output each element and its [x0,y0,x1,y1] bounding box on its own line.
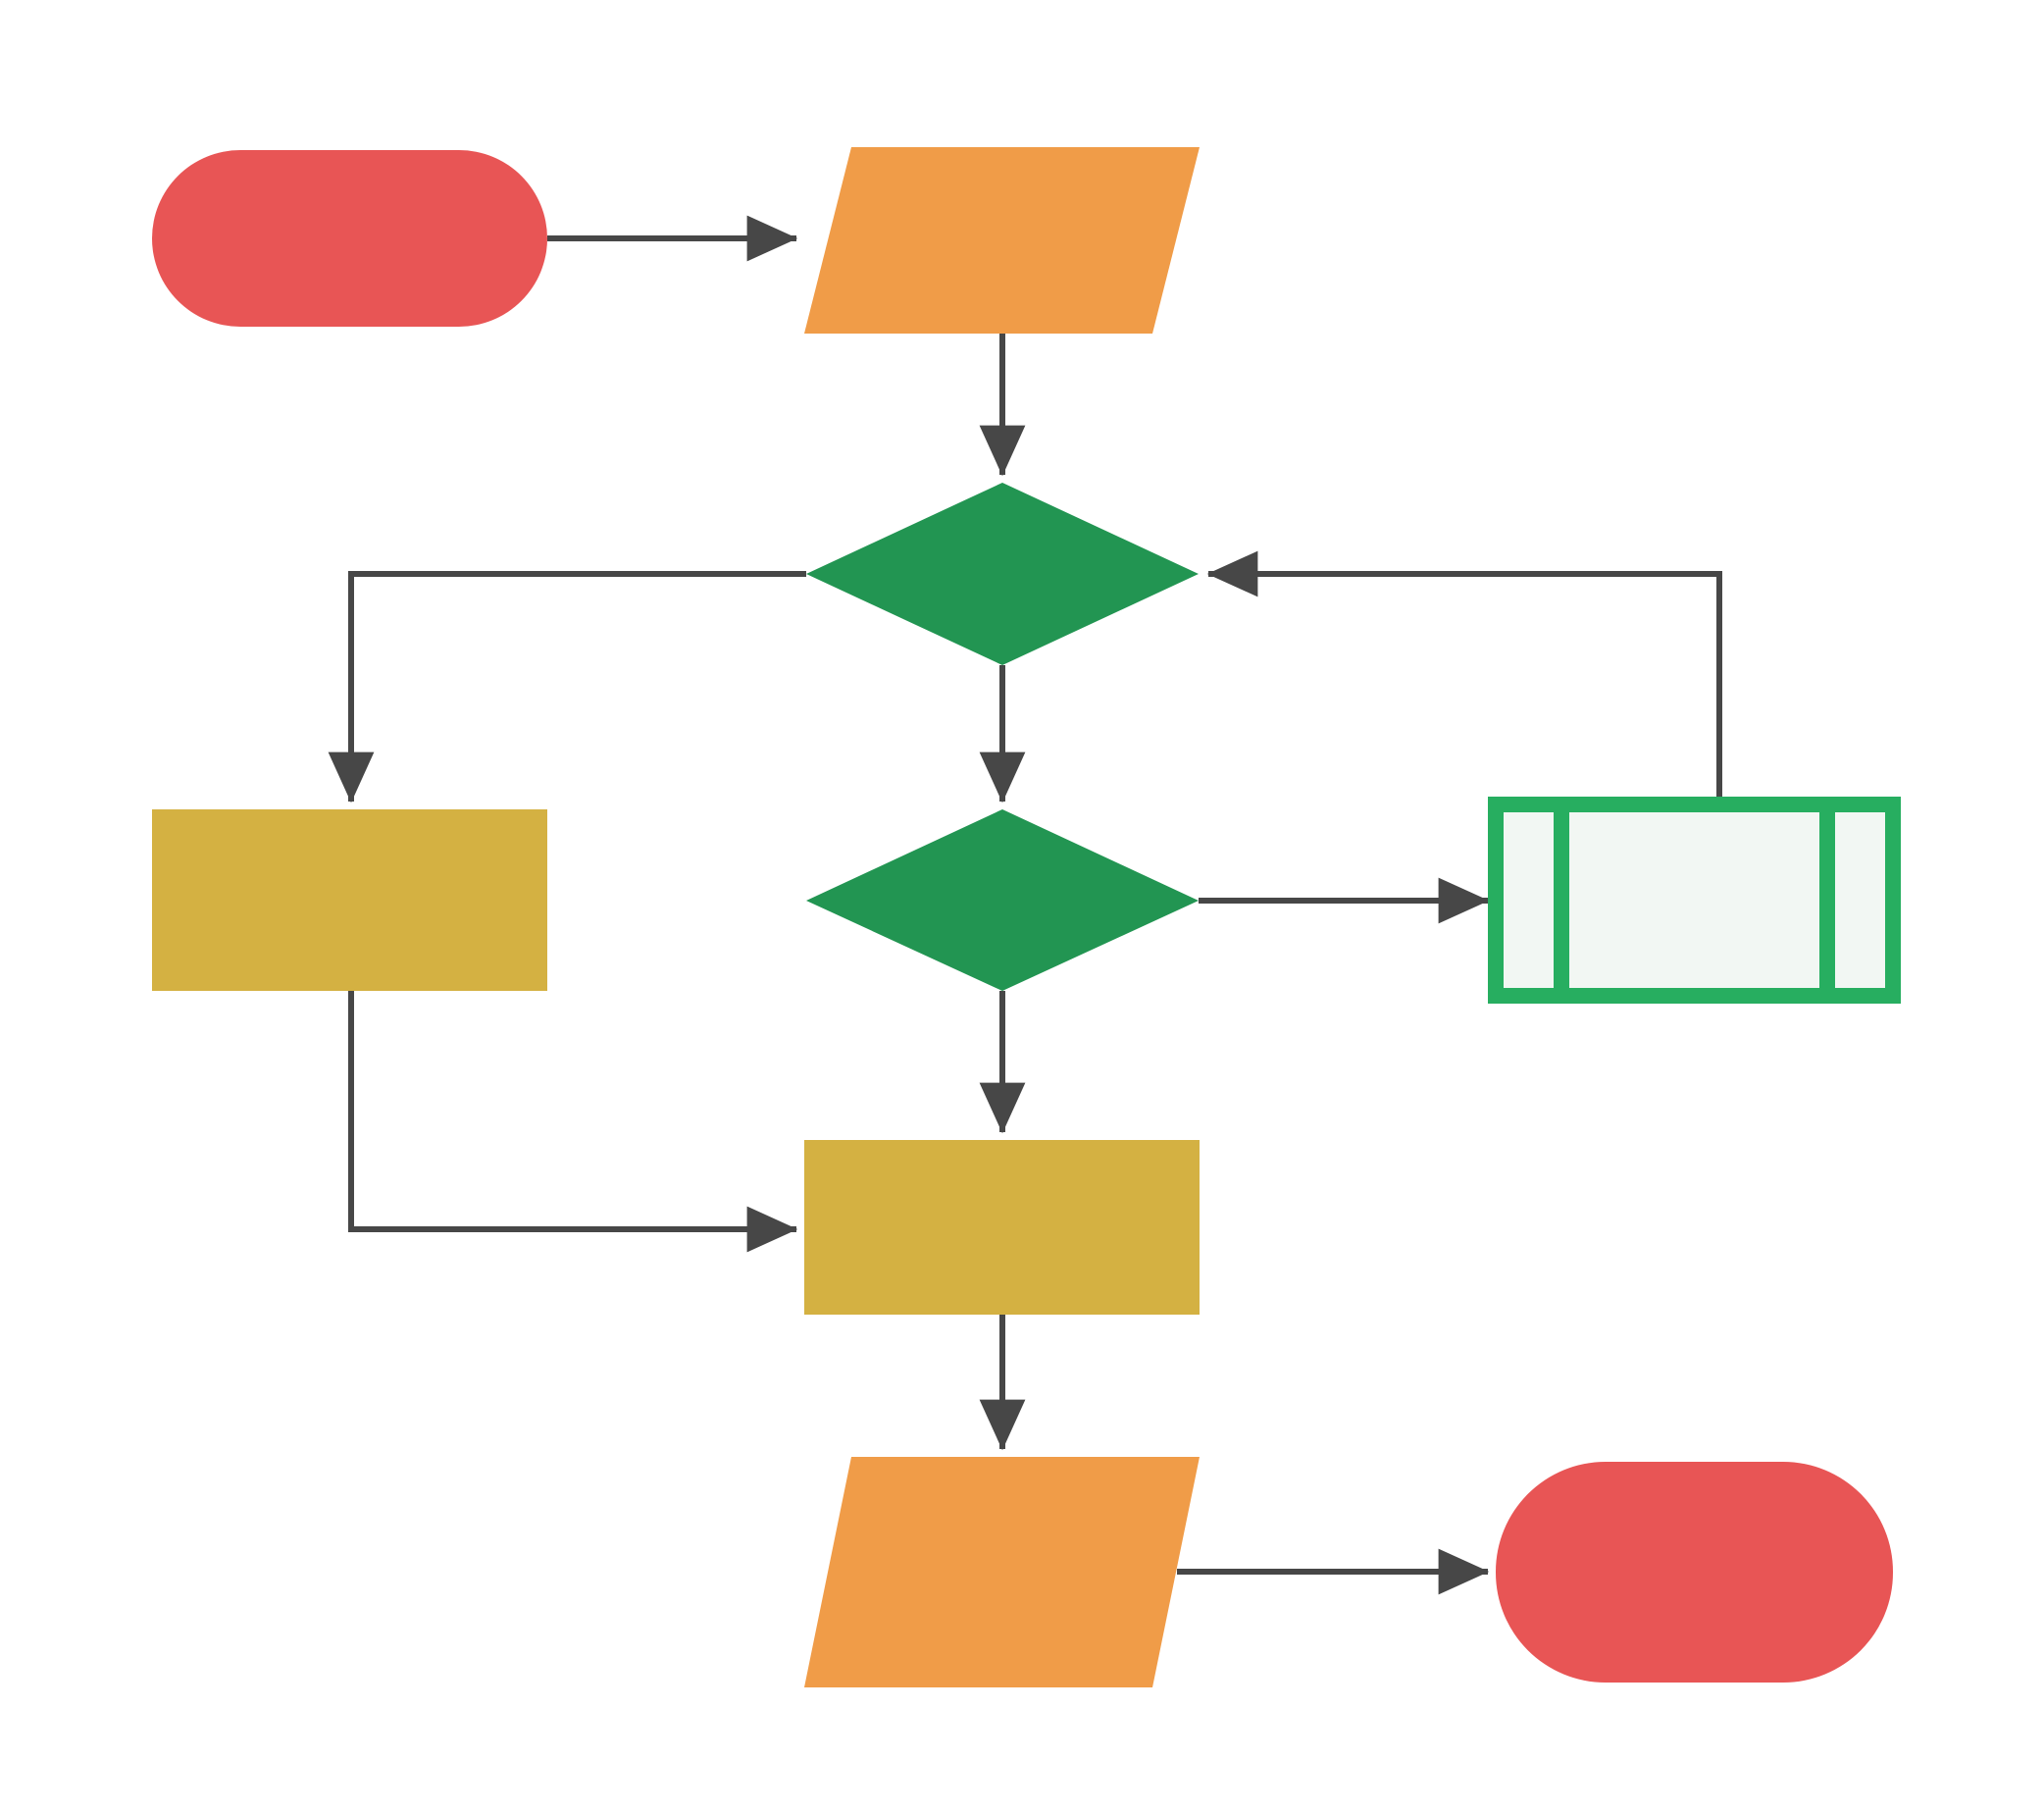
connectors-layer [328,215,1722,1595]
decision-diamond-primary[interactable] [806,483,1199,665]
decision-diamond-secondary-shape[interactable] [806,809,1199,991]
edge-decision1-to-process-a [328,571,806,803]
process-box-left-shape[interactable] [152,809,547,991]
edge-process-a-to-process-b [348,991,798,1253]
nodes-layer [152,147,1901,1687]
start-terminator-shape[interactable] [152,150,547,327]
output-parallelogram[interactable] [804,1457,1200,1687]
predefined-process-box[interactable] [1488,797,1901,1004]
start-terminator[interactable] [152,150,547,327]
decision-diamond-secondary[interactable] [806,809,1199,991]
process-box-center[interactable] [804,1140,1200,1315]
decision-diamond-primary-shape[interactable] [806,483,1199,665]
end-terminator-shape[interactable] [1496,1462,1893,1683]
process-box-left[interactable] [152,809,547,991]
end-terminator[interactable] [1496,1462,1893,1683]
process-box-center-shape[interactable] [804,1140,1200,1315]
input-parallelogram[interactable] [804,147,1200,334]
input-parallelogram-shape[interactable] [804,147,1200,334]
edge-subroutine-loop-back-to-decision1 [1206,550,1722,804]
output-parallelogram-shape[interactable] [804,1457,1200,1687]
